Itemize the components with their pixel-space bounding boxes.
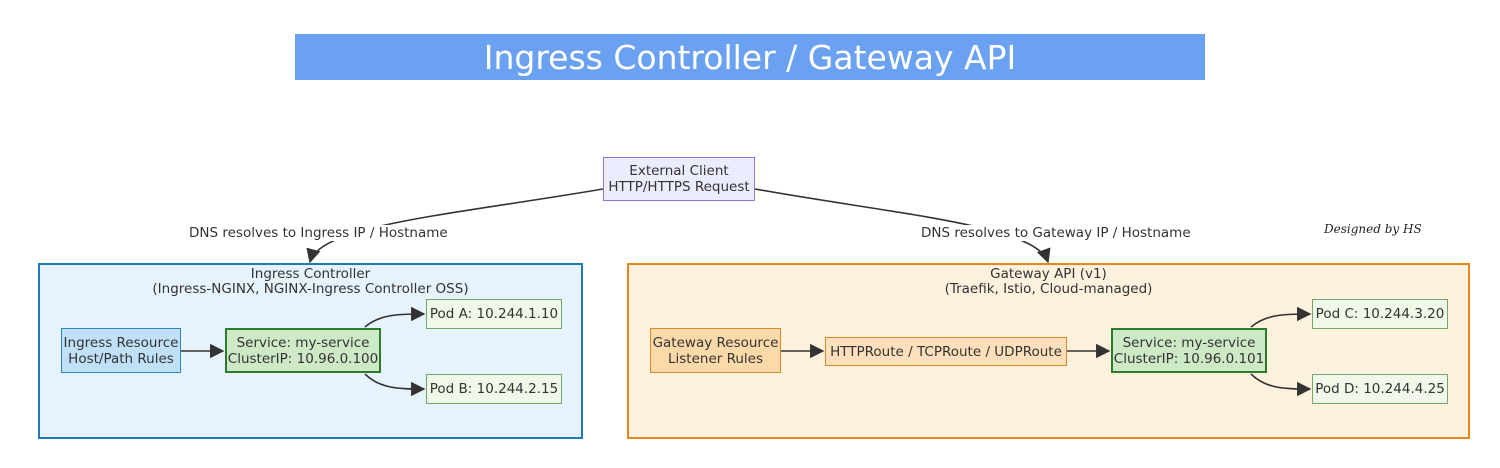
external-client-node[interactable]: External Client HTTP/HTTPS Request — [603, 157, 755, 201]
pod-b-label: Pod B: 10.244.2.15 — [429, 381, 559, 397]
client-sublabel: HTTP/HTTPS Request — [608, 179, 750, 195]
route-node[interactable]: HTTPRoute / TCPRoute / UDPRoute — [825, 337, 1067, 366]
edge-service-to-pod-a — [364, 306, 426, 328]
pod-d-node[interactable]: Pod D: 10.244.4.25 — [1312, 374, 1448, 404]
edge-label-ingress: DNS resolves to Ingress IP / Hostname — [188, 225, 449, 241]
edge-client-to-ingress — [306, 188, 604, 264]
client-label: External Client — [629, 163, 729, 179]
pod-b-node[interactable]: Pod B: 10.244.2.15 — [426, 374, 562, 404]
route-label: HTTPRoute / TCPRoute / UDPRoute — [830, 343, 1062, 360]
pod-a-node[interactable]: Pod A: 10.244.1.10 — [426, 299, 562, 329]
ingress-resource-node[interactable]: Ingress Resource Host/Path Rules — [61, 328, 181, 373]
ingress-cluster-title: Ingress Controller — [250, 266, 371, 282]
ingress-resource-label: Ingress Resource — [63, 334, 179, 351]
ingress-resource-sublabel: Host/Path Rules — [68, 350, 174, 367]
gateway-cluster-title: Gateway API (v1) — [990, 266, 1107, 282]
gateway-resource-sublabel: Listener Rules — [667, 350, 764, 367]
gateway-service-ip: ClusterIP: 10.96.0.101 — [1113, 350, 1265, 367]
gateway-service-label: Service: my-service — [1122, 334, 1256, 351]
gateway-resource-label: Gateway Resource — [652, 334, 779, 351]
ingress-service-label: Service: my-service — [236, 334, 370, 351]
gateway-resource-node[interactable]: Gateway Resource Listener Rules — [650, 328, 781, 373]
gateway-cluster-subtitle: (Traefik, Istio, Cloud-managed) — [944, 281, 1153, 297]
edge-label-gateway: DNS resolves to Gateway IP / Hostname — [920, 225, 1192, 241]
ingress-service-node[interactable]: Service: my-service ClusterIP: 10.96.0.1… — [225, 328, 381, 373]
ingress-service-ip: ClusterIP: 10.96.0.100 — [227, 350, 379, 367]
pod-a-label: Pod A: 10.244.1.10 — [429, 306, 559, 322]
pod-c-node[interactable]: Pod C: 10.244.3.20 — [1312, 299, 1448, 329]
gateway-service-node[interactable]: Service: my-service ClusterIP: 10.96.0.1… — [1111, 328, 1267, 373]
edge-client-to-gateway — [754, 188, 1051, 264]
pod-c-label: Pod C: 10.244.3.20 — [1315, 306, 1445, 322]
designer-signature: Designed by HS — [1324, 222, 1422, 236]
diagram-title: Ingress Controller / Gateway API — [295, 34, 1205, 80]
edge-service-to-pod-b — [364, 373, 426, 397]
edge-service-to-pod-d — [1250, 373, 1312, 397]
pod-d-label: Pod D: 10.244.4.25 — [1315, 381, 1445, 397]
ingress-cluster-subtitle: (Ingress-NGINX, NGINX-Ingress Controller… — [152, 281, 469, 297]
edge-service-to-pod-c — [1250, 306, 1312, 328]
